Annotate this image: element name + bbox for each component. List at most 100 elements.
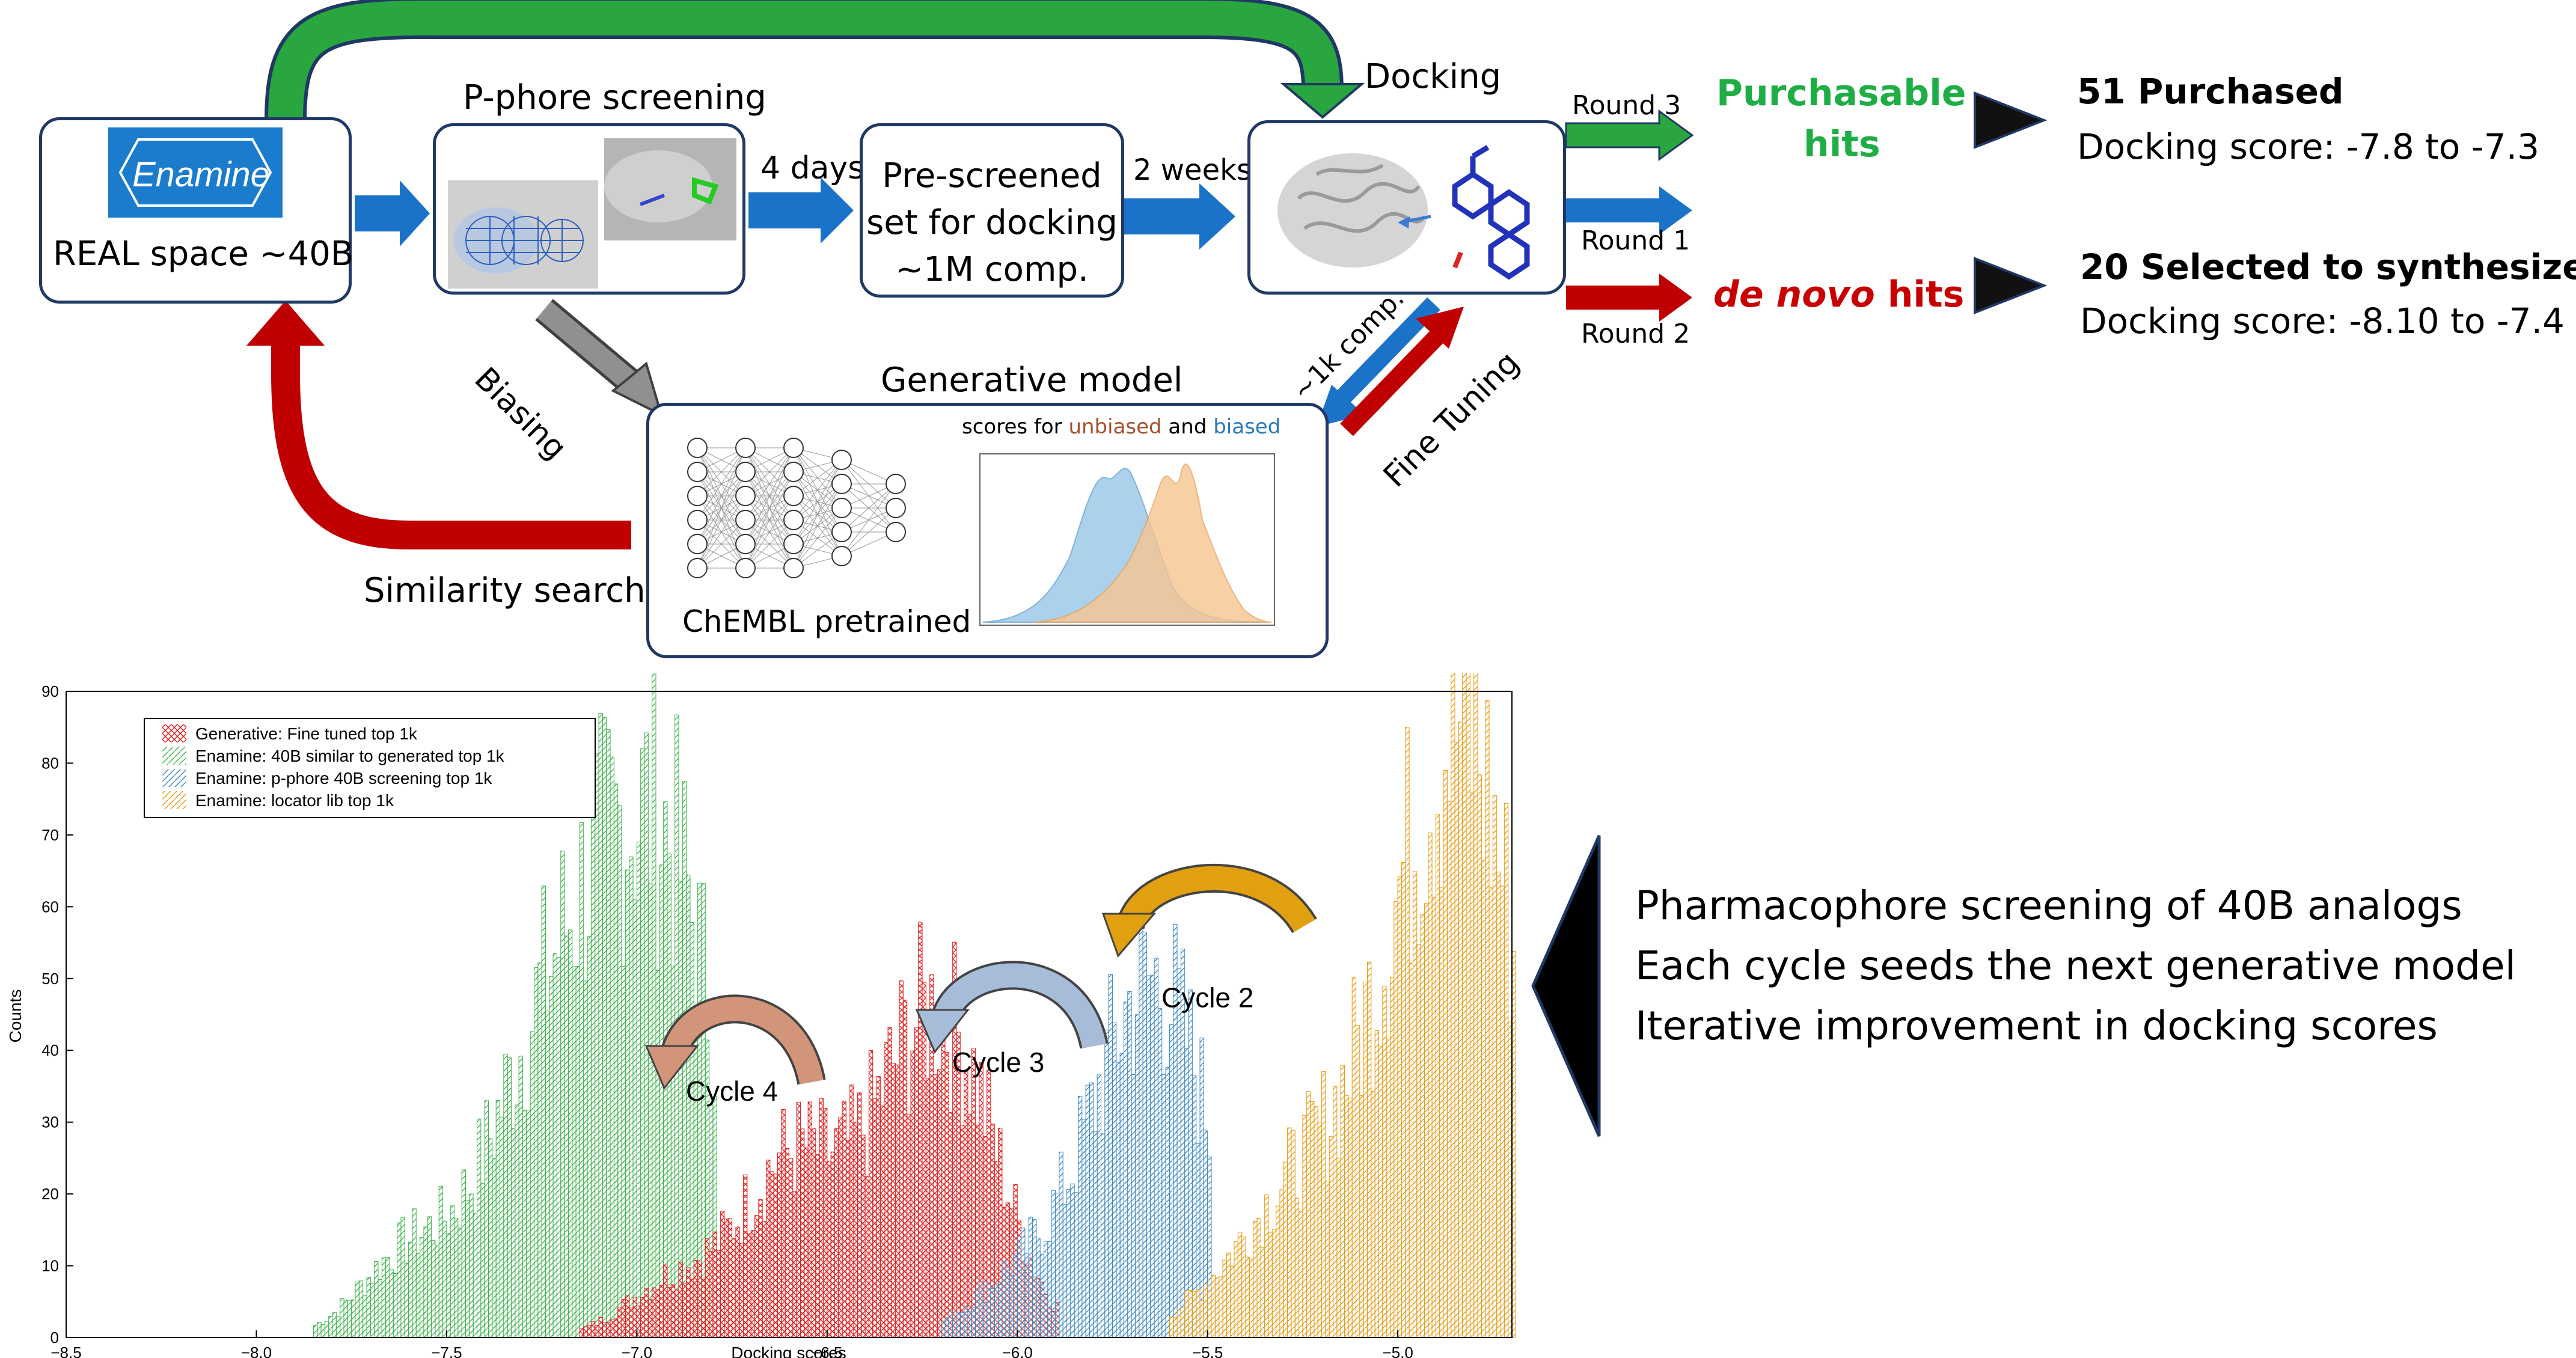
histogram-bar xyxy=(587,935,592,1338)
histogram-bar xyxy=(602,1322,607,1338)
histogram-bar xyxy=(1317,1122,1323,1338)
histogram-bar xyxy=(1203,1283,1208,1338)
histogram-bar xyxy=(1412,871,1418,1338)
histogram-bar xyxy=(579,1327,584,1338)
nn-node xyxy=(783,510,804,530)
histogram-bar xyxy=(1386,1038,1390,1338)
note-2: Each cycle seeds the next generative mod… xyxy=(1635,943,2516,989)
histogram-bar xyxy=(404,1262,409,1338)
histogram-bar xyxy=(1146,975,1151,1338)
histogram-bar xyxy=(1374,1030,1379,1338)
cycle-3-arrow xyxy=(915,961,1109,1054)
histogram-bar xyxy=(994,1283,999,1338)
histogram-bar xyxy=(1485,700,1490,1338)
histogram-bar xyxy=(408,1241,413,1338)
histogram-bar xyxy=(861,1134,866,1338)
histogram-bar xyxy=(366,1277,371,1338)
histogram-bar xyxy=(1462,673,1467,1338)
histogram-bar xyxy=(822,1107,828,1338)
histogram-bar xyxy=(1428,832,1433,1338)
histogram-bar xyxy=(1161,1074,1166,1338)
plot-frame xyxy=(66,691,1513,1338)
x-tick-label: −8.0 xyxy=(241,1344,272,1358)
histogram-bar xyxy=(1074,1192,1078,1338)
histogram-bar xyxy=(598,1317,603,1338)
histogram-bar xyxy=(389,1269,394,1338)
histogram-bar xyxy=(853,1121,858,1338)
histogram-bar xyxy=(944,1317,949,1338)
histogram-bar xyxy=(914,1027,919,1338)
prescreened-box: Pre-screened set for docking ~1M comp. xyxy=(860,123,1124,298)
histogram-bar xyxy=(1409,962,1413,1338)
histogram-bar xyxy=(967,1311,972,1338)
histogram-bar xyxy=(1496,872,1501,1338)
histogram-bar xyxy=(1176,968,1181,1338)
histogram-bar xyxy=(667,1287,672,1338)
denovo-label: de novo hits xyxy=(1713,274,1964,316)
histogram-bar xyxy=(724,1219,729,1338)
histogram-bar xyxy=(1348,1097,1353,1338)
histogram-bar xyxy=(902,1000,908,1338)
x-tick-label: −7.0 xyxy=(622,1344,652,1358)
note-3: Iterative improvement in docking scores xyxy=(1635,1003,2438,1049)
histogram-bar xyxy=(647,1298,653,1338)
histogram-bar xyxy=(709,1250,714,1338)
y-tick-label: 30 xyxy=(41,1113,59,1131)
histogram-bar xyxy=(1431,897,1436,1338)
generative-title: Generative model xyxy=(881,361,1183,400)
histogram-bar xyxy=(510,1128,516,1338)
histogram-bar xyxy=(1192,1291,1197,1338)
histogram-bar xyxy=(1481,860,1486,1338)
histogram-bar xyxy=(754,1215,759,1338)
histogram-bar xyxy=(1127,991,1132,1338)
round3-label: Round 3 xyxy=(1572,90,1681,121)
histogram-bar xyxy=(545,1011,550,1338)
denovo-italic: de novo xyxy=(1713,274,1875,316)
pharmacophore-image xyxy=(448,180,598,289)
histogram-bar xyxy=(313,1324,318,1338)
histogram-bar xyxy=(1253,1221,1258,1338)
scores-biased: biased xyxy=(1213,415,1281,439)
histogram-bar xyxy=(762,1220,767,1338)
histogram-bar xyxy=(393,1273,398,1338)
histogram-bar xyxy=(804,1147,809,1338)
histogram-bar xyxy=(1466,673,1470,1338)
histogram-bar xyxy=(663,1264,668,1338)
histogram-bar xyxy=(884,1042,889,1338)
histogram-bar xyxy=(438,1185,444,1338)
histogram-bar xyxy=(1264,1194,1269,1338)
histogram-bar xyxy=(1005,1267,1011,1338)
histogram-bar xyxy=(1279,1189,1284,1338)
chembl-label: ChEMBL pretrained xyxy=(682,604,971,639)
x-tick-label: −7.5 xyxy=(431,1344,462,1358)
histogram-bar xyxy=(1097,1074,1101,1338)
y-tick-label: 40 xyxy=(41,1041,59,1059)
histogram-bar xyxy=(693,1260,699,1338)
legend-swatch-green xyxy=(162,747,186,765)
histogram-bar xyxy=(1165,1066,1170,1338)
histogram-bar xyxy=(507,1057,512,1338)
legend-swatch-blue xyxy=(162,769,186,787)
histogram-bar xyxy=(400,1217,405,1338)
histogram-bar xyxy=(922,982,926,1338)
histogram-bar xyxy=(690,1279,694,1338)
histogram-bar xyxy=(629,856,634,1338)
histogram-bar xyxy=(732,1238,736,1338)
cycle-label: Cycle 2 xyxy=(1161,982,1253,1014)
histogram-bar xyxy=(595,753,599,1338)
histogram-bar xyxy=(457,1228,462,1338)
histogram-bar xyxy=(849,1084,854,1338)
histogram-bar xyxy=(385,1257,390,1338)
histogram-bar xyxy=(807,1101,812,1338)
blue-arrow-2 xyxy=(748,177,854,243)
y-tick-label: 90 xyxy=(41,682,59,700)
x-tick-label: −8.5 xyxy=(50,1344,81,1358)
histogram-bar xyxy=(899,980,904,1338)
histogram-bar xyxy=(1314,1106,1318,1338)
fine-tuning-arrow xyxy=(1340,307,1464,436)
histogram-bar xyxy=(1287,1127,1292,1338)
prescreened-line-1: Pre-screened xyxy=(882,156,1102,195)
histogram-bar xyxy=(864,1176,869,1338)
histogram-bar xyxy=(324,1321,329,1338)
histogram-bar xyxy=(887,1027,892,1338)
